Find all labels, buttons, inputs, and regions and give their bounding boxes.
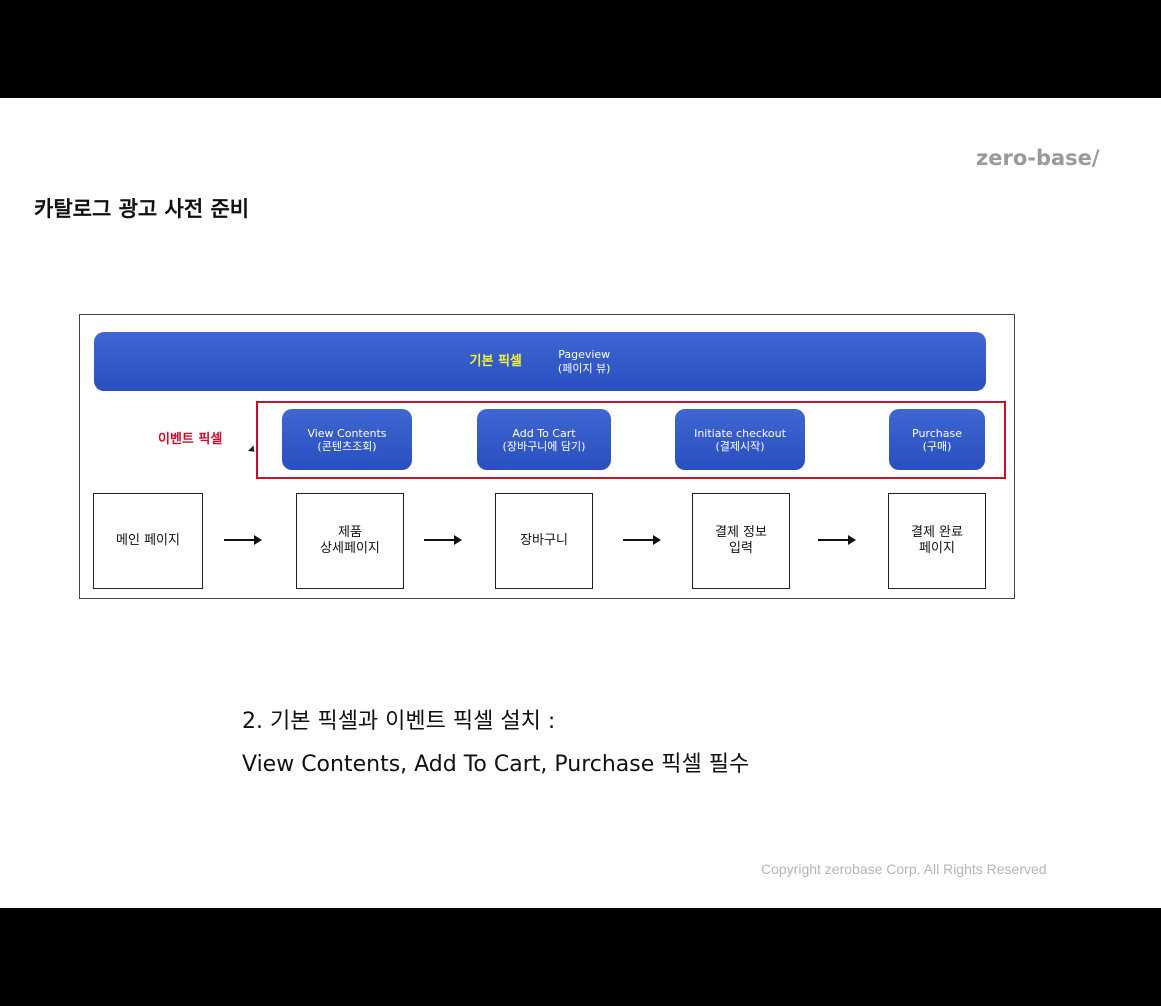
copyright-text: Copyright zerobase Corp. All Rights Rese… — [761, 861, 1047, 877]
event-sub: (구매) — [922, 439, 952, 453]
event-name: Initiate checkout — [694, 426, 786, 440]
step-payment-info: 결제 정보 입력 — [692, 493, 790, 589]
step-payment-complete: 결제 완료 페이지 — [888, 493, 986, 589]
step-main-page: 메인 페이지 — [93, 493, 203, 589]
event-sub: (결제시작) — [715, 439, 765, 453]
arrow-icon — [818, 535, 856, 545]
event-add-to-cart: Add To Cart (장바구니에 담기) — [477, 409, 611, 470]
caption-line-2: View Contents, Add To Cart, Purchase 픽셀 … — [242, 752, 750, 777]
base-pixel-bar: 기본 픽셀 Pageview (페이지 뷰) — [94, 332, 986, 391]
event-pixel-frame — [256, 401, 1006, 479]
step-cart: 장바구니 — [495, 493, 593, 589]
event-name: View Contents — [307, 426, 387, 440]
zero-base-logo: zero-base/ — [976, 146, 1100, 170]
step-product-detail: 제품 상세페이지 — [296, 493, 404, 589]
slide-title: 카탈로그 광고 사전 준비 — [34, 197, 250, 221]
arrow-icon — [224, 535, 262, 545]
event-view-contents: View Contents (콘텐츠조회) — [282, 409, 412, 470]
event-name: Add To Cart — [512, 426, 576, 440]
event-sub: (장바구니에 담기) — [502, 439, 586, 453]
event-pixel-label: 이벤트 픽셀 — [158, 432, 223, 447]
pixel-flow-diagram: 기본 픽셀 Pageview (페이지 뷰) 이벤트 픽셀 View Conte… — [79, 314, 1015, 599]
event-initiate-checkout: Initiate checkout (결제시작) — [675, 409, 805, 470]
arrow-icon — [623, 535, 661, 545]
base-pixel-label: 기본 픽셀 — [469, 354, 522, 369]
arrow-icon — [424, 535, 462, 545]
event-purchase: Purchase (구매) — [889, 409, 985, 470]
caption-line-1: 2. 기본 픽셀과 이벤트 픽셀 설치 : — [242, 709, 556, 734]
event-name: Purchase — [912, 426, 962, 440]
pageview-label: Pageview (페이지 뷰) — [557, 347, 611, 375]
event-sub: (콘텐츠조회) — [317, 439, 377, 453]
